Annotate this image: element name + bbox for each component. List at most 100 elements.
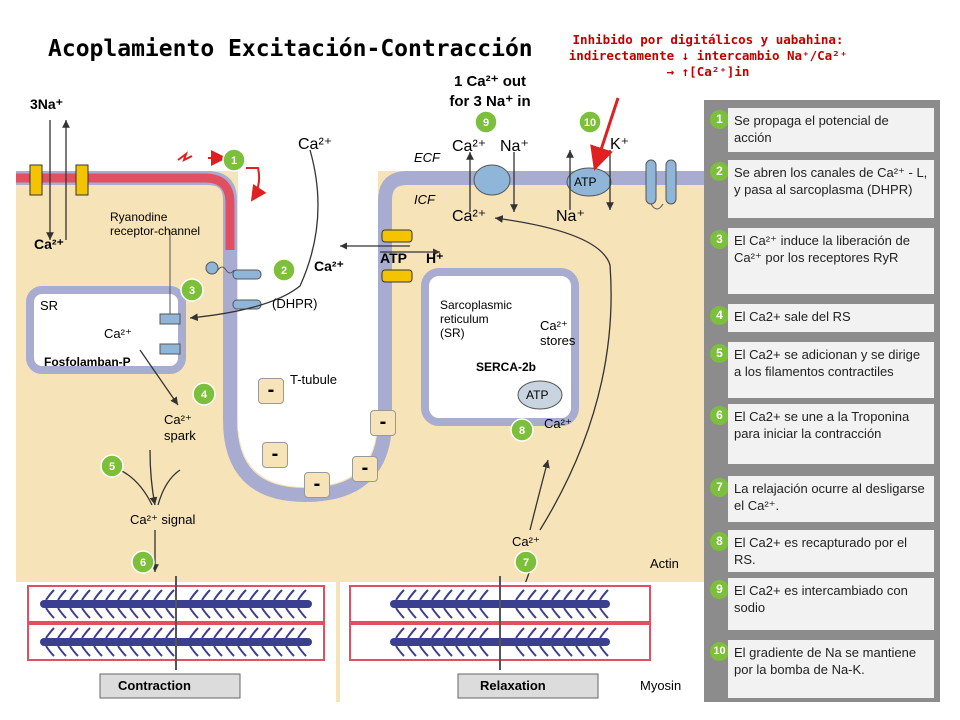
ap-arrow bbox=[246, 167, 267, 202]
myosin-head bbox=[165, 627, 175, 639]
myosin-head bbox=[153, 607, 163, 619]
ttubule-label: T-tubule bbox=[290, 372, 337, 387]
myosin-head bbox=[395, 627, 405, 639]
myosin-head bbox=[261, 589, 271, 601]
ttubule-lumen-bottom bbox=[238, 420, 377, 487]
myosin-head bbox=[515, 589, 525, 601]
myosin-head bbox=[117, 607, 127, 619]
myosin-head bbox=[105, 645, 115, 657]
myosin-head bbox=[249, 627, 259, 639]
spark-arrow-right bbox=[157, 469, 181, 506]
step-badge: 3 bbox=[710, 230, 729, 249]
myosin-head bbox=[153, 627, 163, 639]
step-text: El Ca2+ es intercambiado con sodio bbox=[728, 578, 934, 630]
myosin-head bbox=[575, 645, 585, 657]
myosin-head bbox=[117, 589, 127, 601]
na-label: 3Na⁺ bbox=[30, 96, 64, 112]
myosin-head bbox=[69, 607, 79, 619]
diagram-step-number: 6 bbox=[140, 557, 146, 569]
myosin-head bbox=[189, 589, 199, 601]
myosin-head bbox=[201, 607, 211, 619]
exchanger-path-arrow bbox=[494, 215, 612, 531]
myosin-head bbox=[599, 627, 609, 639]
myosin-head bbox=[297, 627, 307, 639]
myosin-head bbox=[431, 607, 441, 619]
myosin-head bbox=[273, 589, 283, 601]
contraction-label: Contraction bbox=[118, 678, 191, 693]
myosin-head bbox=[455, 607, 465, 619]
dhpr-label: (DHPR) bbox=[272, 296, 318, 311]
spark-arrow bbox=[149, 449, 158, 506]
actin-label: Actin bbox=[650, 556, 679, 571]
na-k-pump bbox=[566, 167, 612, 197]
step-badge: 2 bbox=[710, 162, 729, 181]
myosin-head bbox=[297, 645, 307, 657]
diagram-step-number: 8 bbox=[519, 425, 525, 437]
myosin-head bbox=[575, 607, 585, 619]
myosin-head bbox=[443, 589, 453, 601]
myosin-head bbox=[395, 589, 405, 601]
myosin-head bbox=[467, 607, 477, 619]
charge-minus: - bbox=[352, 456, 378, 482]
myosin-head bbox=[141, 645, 151, 657]
myosin-head bbox=[69, 645, 79, 657]
step-text: El Ca2+ sale del RS bbox=[728, 304, 934, 332]
myosin-head bbox=[249, 589, 259, 601]
myosin-head bbox=[237, 627, 247, 639]
diagram-step-badge bbox=[474, 110, 498, 134]
myosin-head bbox=[431, 645, 441, 657]
exchanger-ca-in-label: Ca²⁺ bbox=[452, 208, 487, 225]
action-potential-membrane bbox=[16, 173, 235, 250]
myosin-head bbox=[551, 607, 561, 619]
inhibition-note: Inhibido por digitálicos y uabahina: ind… bbox=[548, 32, 868, 80]
diagram-step-badge bbox=[180, 278, 204, 302]
myosin-head bbox=[443, 645, 453, 657]
myosin-head bbox=[419, 607, 429, 619]
diagram-step-badge bbox=[510, 418, 534, 442]
sarcomeres bbox=[27, 576, 651, 670]
relaxation-label-box bbox=[457, 673, 599, 699]
myosin-head bbox=[165, 589, 175, 601]
myosin-head bbox=[57, 627, 67, 639]
myosin-head bbox=[419, 589, 429, 601]
myosin-head bbox=[45, 589, 55, 601]
myosin-head bbox=[213, 589, 223, 601]
myosin-head bbox=[93, 627, 103, 639]
ca-8-label: Ca²⁺ bbox=[544, 416, 572, 431]
step-badge: 4 bbox=[710, 306, 729, 325]
step-badge: 10 bbox=[710, 642, 729, 661]
myosin-head bbox=[117, 627, 127, 639]
step-badge: 6 bbox=[710, 406, 729, 425]
myosin-head bbox=[527, 589, 537, 601]
inhibition-line-1: Inhibido por digitálicos y uabahina: bbox=[572, 32, 844, 47]
myosin-head bbox=[285, 607, 295, 619]
myosin-head bbox=[551, 645, 561, 657]
myosin-head bbox=[153, 589, 163, 601]
myosin-head bbox=[81, 607, 91, 619]
myosin-head bbox=[81, 645, 91, 657]
myosin-head bbox=[153, 645, 163, 657]
myosin-head bbox=[213, 607, 223, 619]
ca-7-label: Ca²⁺ bbox=[512, 534, 540, 549]
myosin-head bbox=[225, 627, 235, 639]
myosin-head bbox=[563, 607, 573, 619]
myosin-head bbox=[455, 589, 465, 601]
myosin-head bbox=[57, 645, 67, 657]
myosin-head bbox=[237, 589, 247, 601]
myosin-head bbox=[515, 607, 525, 619]
ca-left-label: Ca²⁺ bbox=[34, 236, 64, 252]
diagram-step-number: 1 bbox=[231, 155, 237, 167]
myosin-head bbox=[407, 645, 417, 657]
myosin-head bbox=[273, 627, 283, 639]
step-badge: 1 bbox=[710, 110, 729, 129]
lightning-icon bbox=[177, 151, 193, 162]
ca-entry-arrow bbox=[189, 149, 319, 322]
myosin-head bbox=[237, 607, 247, 619]
page-title: Acoplamiento Excitación-Contracción bbox=[48, 36, 533, 62]
myosin-head bbox=[201, 589, 211, 601]
calcium-sensor bbox=[205, 261, 219, 275]
myosin-head bbox=[467, 589, 477, 601]
